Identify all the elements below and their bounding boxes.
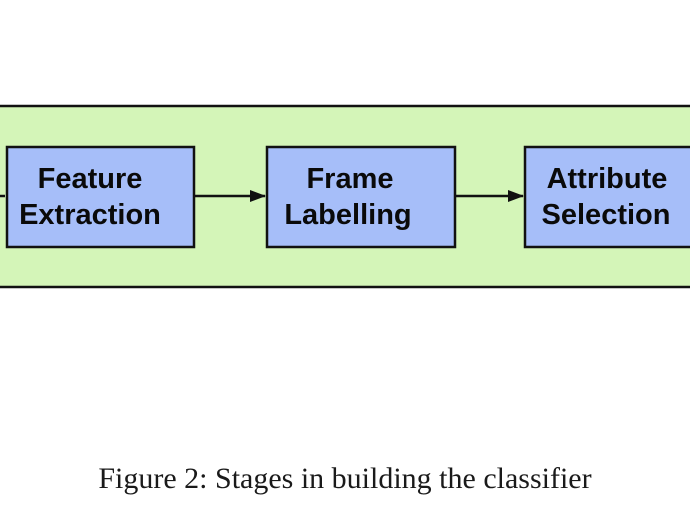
node-attribute-selection: Attribute Selection	[523, 145, 690, 249]
node-label-line: Feature	[38, 163, 143, 195]
node-label-line: Frame	[306, 163, 393, 195]
node-label-line: Selection	[542, 199, 671, 231]
node-label-line: Extraction	[19, 199, 161, 231]
node-frame-labelling: Frame Labelling	[265, 145, 457, 249]
node-box	[5, 145, 196, 249]
pipeline-diagram: Feature Extraction Frame Labelling Attri…	[0, 104, 690, 289]
node-box	[523, 145, 690, 249]
figure-caption: Figure 2: Stages in building the classif…	[98, 462, 592, 495]
node-feature-extraction: Feature Extraction	[5, 145, 196, 249]
node-label-line: Attribute	[547, 163, 668, 195]
node-box	[265, 145, 457, 249]
node-label-line: Labelling	[284, 199, 411, 231]
